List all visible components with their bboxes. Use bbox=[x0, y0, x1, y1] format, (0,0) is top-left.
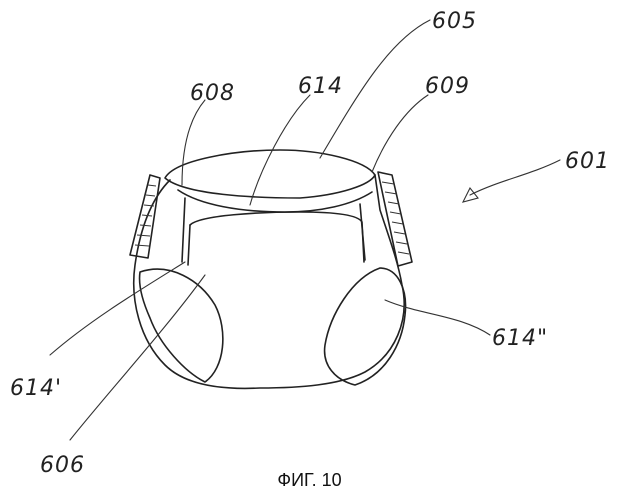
leader-606 bbox=[70, 275, 205, 440]
label-605: 605 bbox=[432, 9, 477, 34]
inner-front-panel-left bbox=[188, 225, 190, 265]
front-waistband-614 bbox=[178, 190, 372, 212]
label-601: 601 bbox=[565, 149, 610, 174]
leader-609 bbox=[372, 95, 428, 172]
leg-opening-right bbox=[325, 268, 406, 385]
label-614-double-prime: 614" bbox=[492, 326, 548, 351]
label-608: 608 bbox=[190, 81, 235, 106]
leader-614pp bbox=[385, 300, 490, 335]
label-614: 614 bbox=[298, 74, 343, 99]
figure-caption: ФИГ. 10 bbox=[0, 470, 619, 491]
side-tab-left bbox=[130, 175, 160, 258]
front-panel-outline bbox=[182, 198, 365, 262]
leader-608 bbox=[182, 100, 205, 185]
label-609: 609 bbox=[425, 74, 470, 99]
label-614-prime: 614' bbox=[10, 376, 62, 401]
leg-opening-left bbox=[139, 269, 222, 382]
inner-front-panel bbox=[190, 212, 364, 262]
waist-opening bbox=[165, 150, 375, 198]
leader-614p bbox=[50, 262, 185, 355]
leader-601 bbox=[470, 160, 560, 195]
